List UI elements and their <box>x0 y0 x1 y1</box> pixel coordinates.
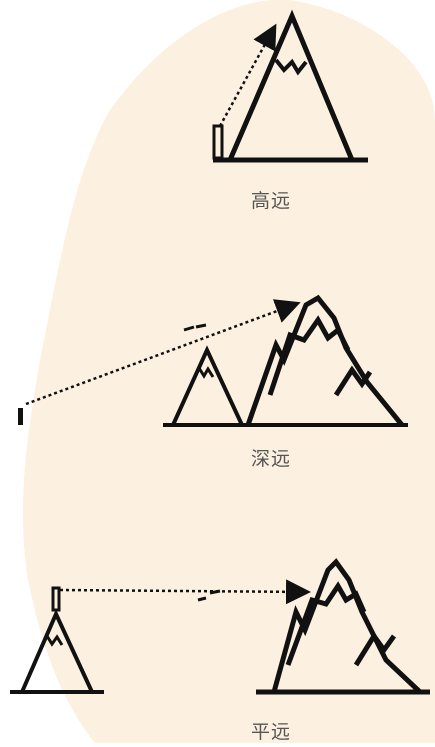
right-ridge <box>285 581 367 666</box>
left-snowline <box>45 634 64 647</box>
front-small-mountain <box>171 345 244 426</box>
bird-mark <box>183 323 207 332</box>
viewer-figure <box>51 586 61 612</box>
diagram-pingyuan <box>10 558 430 695</box>
diagram-gaoyuan <box>212 9 368 163</box>
bird-mark <box>197 589 221 602</box>
diagram-shenyuan <box>18 294 408 427</box>
back-large-mountain <box>245 294 404 427</box>
sightline-upward <box>218 23 277 127</box>
caption-gaoyuan: 高远 <box>250 190 291 212</box>
front-snowline <box>197 366 215 379</box>
tall-mountain <box>227 9 355 161</box>
background-blob <box>22 0 435 743</box>
viewer-figure <box>212 124 224 160</box>
caption-pingyuan: 平远 <box>250 721 291 743</box>
back-ridge <box>267 315 351 396</box>
caption-shenyuan: 深远 <box>250 448 291 470</box>
sightline-level <box>59 579 311 605</box>
left-small-mountain <box>20 609 94 693</box>
right-shoulder <box>353 631 397 667</box>
viewer-figure <box>18 408 23 425</box>
snowline <box>274 58 308 76</box>
right-shoulder <box>333 365 373 397</box>
